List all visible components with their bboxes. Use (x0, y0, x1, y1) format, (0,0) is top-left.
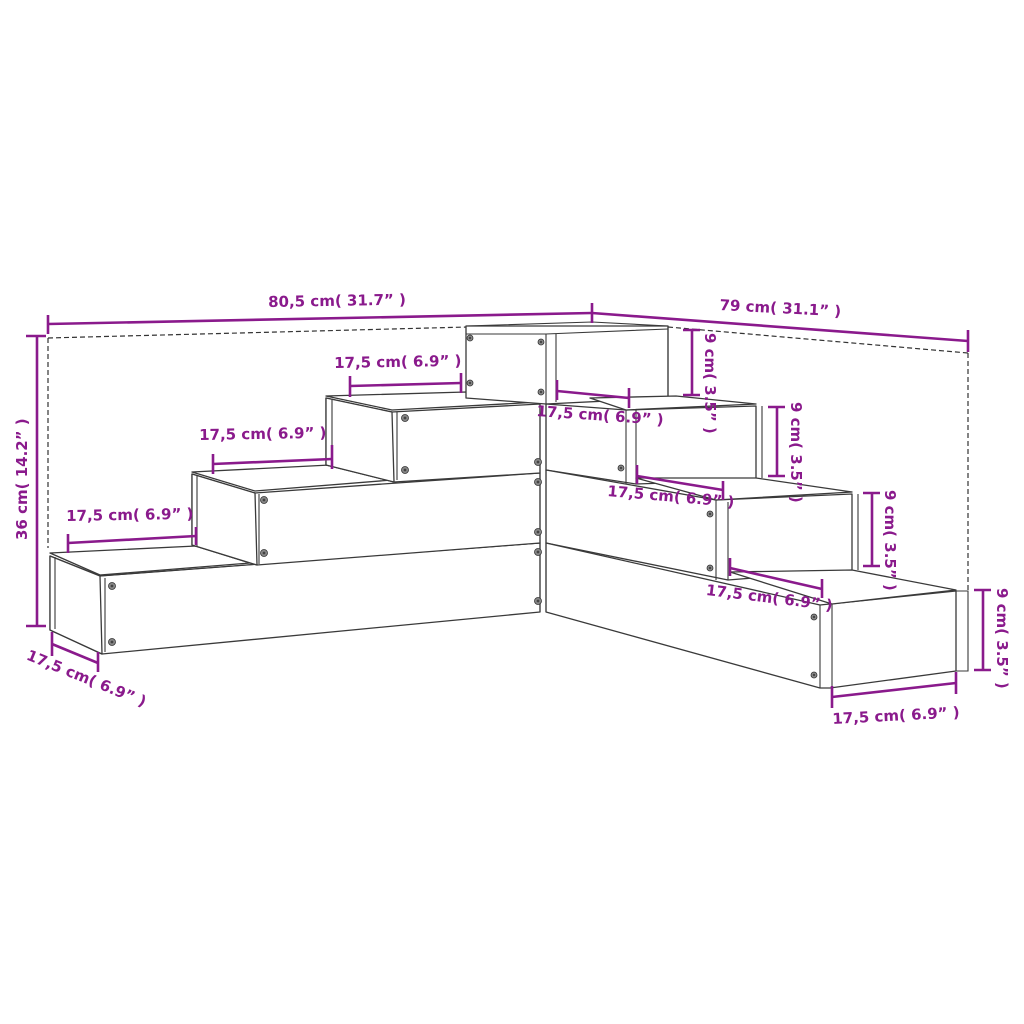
screw-icon (534, 478, 542, 486)
left-tier-3-depth-label: 17,5 cm( 6.9” ) (333, 351, 462, 372)
dimension-lines (26, 303, 991, 708)
right-tier-4-height-label: 9 cm( 3.5” ) (993, 588, 1011, 689)
screw-icon (534, 528, 542, 536)
screw-icon (534, 597, 542, 605)
right-tier-3-height-label: 9 cm( 3.5” ) (881, 490, 899, 591)
screw-icon (537, 338, 545, 346)
screw-icon (260, 496, 268, 504)
screw-icon (466, 379, 474, 387)
right-tier-1 (545, 542, 969, 689)
left-tier-2 (191, 464, 541, 566)
right-tier-1-height-label: 9 cm( 3.5” ) (701, 333, 719, 434)
screws (108, 334, 818, 679)
screw-icon (534, 458, 542, 466)
overall-width-left-label: 80,5 cm( 31.7” ) (267, 290, 407, 311)
screw-icon (810, 613, 818, 621)
screw-icon (466, 334, 474, 342)
right-tier-2-height-label: 9 cm( 3.5” ) (787, 402, 805, 503)
screw-icon (537, 388, 545, 396)
screw-icon (108, 582, 116, 590)
corner-seam (539, 404, 547, 612)
screw-icon (260, 549, 268, 557)
screw-icon (108, 638, 116, 646)
left-tier-3 (325, 391, 541, 483)
left-tier-1-depth-label: 17,5 cm( 6.9” ) (65, 504, 194, 525)
screw-icon (706, 564, 714, 572)
screw-icon (401, 466, 409, 474)
screw-icon (401, 414, 409, 422)
screw-icon (617, 464, 625, 472)
screw-icon (534, 548, 542, 556)
left-tier-2-depth-label: 17,5 cm( 6.9” ) (198, 423, 327, 444)
left-tier-1 (49, 542, 541, 655)
overall-height-label: 36 cm( 14.2” ) (13, 418, 31, 540)
bounding-box-dashes (47, 326, 969, 590)
screw-icon (810, 671, 818, 679)
screw-icon (706, 510, 714, 518)
